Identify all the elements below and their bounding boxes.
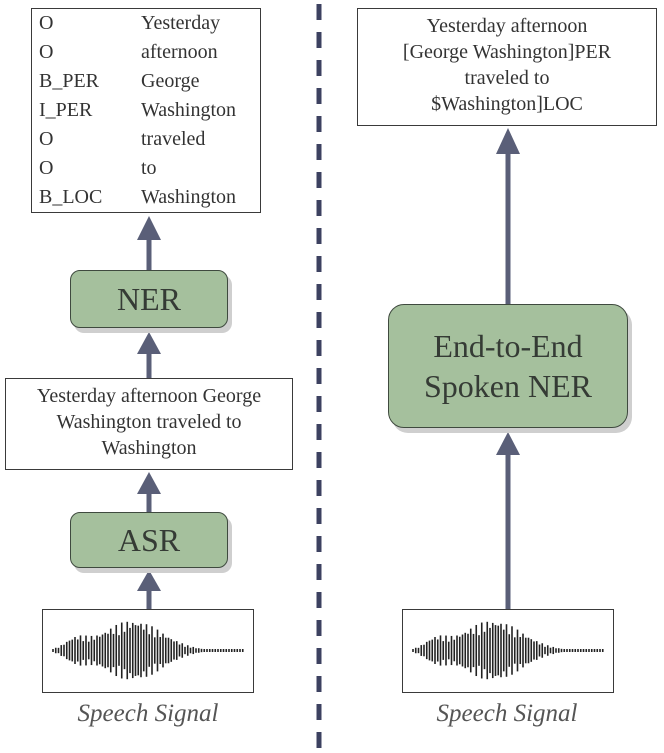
tag-row: O Yesterday xyxy=(32,9,260,38)
arrow-text-to-ner xyxy=(137,332,161,378)
tag-row: B_PER George xyxy=(32,67,260,96)
tag-label: O xyxy=(39,41,54,63)
asr-model-box: ASR xyxy=(70,512,228,568)
token-text: Washington xyxy=(141,186,237,208)
e2e-output-box: Yesterday afternoon [George Washington]P… xyxy=(357,8,657,126)
e2e-output-line: traveled to xyxy=(464,67,550,89)
waveform-icon xyxy=(412,621,604,680)
token-text: Yesterday xyxy=(141,12,221,34)
arrow-speech-to-asr xyxy=(137,570,161,609)
tag-row: B_LOC Washington xyxy=(32,183,260,212)
asr-line: Washington traveled to xyxy=(56,411,242,433)
asr-line: Yesterday afternoon George xyxy=(36,385,262,407)
tag-label: O xyxy=(39,157,54,179)
speech-waveform-left xyxy=(42,609,254,693)
tag-label: O xyxy=(39,12,54,34)
arrow-ner-to-tags xyxy=(137,216,161,270)
asr-line: Washington xyxy=(101,437,197,459)
e2e-label-line: End-to-End xyxy=(433,328,583,364)
e2e-output-line: Yesterday afternoon xyxy=(426,15,588,37)
waveform-icon xyxy=(52,621,244,680)
asr-transcript-box: Yesterday afternoon George Washington tr… xyxy=(5,378,293,470)
token-text: afternoon xyxy=(141,41,218,63)
ner-model-box: NER xyxy=(70,270,228,328)
e2e-label-line: Spoken NER xyxy=(424,368,592,404)
tag-label: B_PER xyxy=(39,70,100,92)
speech-signal-caption-right: Speech Signal xyxy=(436,700,578,727)
token-text: Washington xyxy=(141,99,237,121)
e2e-model-box: End-to-End Spoken NER xyxy=(388,304,628,428)
e2e-output-line: $Washington]LOC xyxy=(431,93,583,115)
e2e-output-line: [George Washington]PER xyxy=(402,41,612,63)
ner-label: NER xyxy=(117,280,181,317)
tag-row: I_PER Washington xyxy=(32,96,260,125)
tag-label: O xyxy=(39,128,54,150)
arrow-speech-to-e2e xyxy=(496,432,520,609)
tag-label: B_LOC xyxy=(39,186,103,208)
tag-label: I_PER xyxy=(39,99,93,121)
token-text: George xyxy=(141,70,200,92)
token-text: traveled xyxy=(141,128,206,150)
arrow-e2e-to-output xyxy=(496,128,520,304)
token-text: to xyxy=(141,157,157,179)
speech-signal-caption-left: Speech Signal xyxy=(77,700,219,727)
asr-label: ASR xyxy=(117,521,181,558)
arrow-asr-to-text xyxy=(137,472,161,512)
speech-waveform-right xyxy=(402,609,614,693)
